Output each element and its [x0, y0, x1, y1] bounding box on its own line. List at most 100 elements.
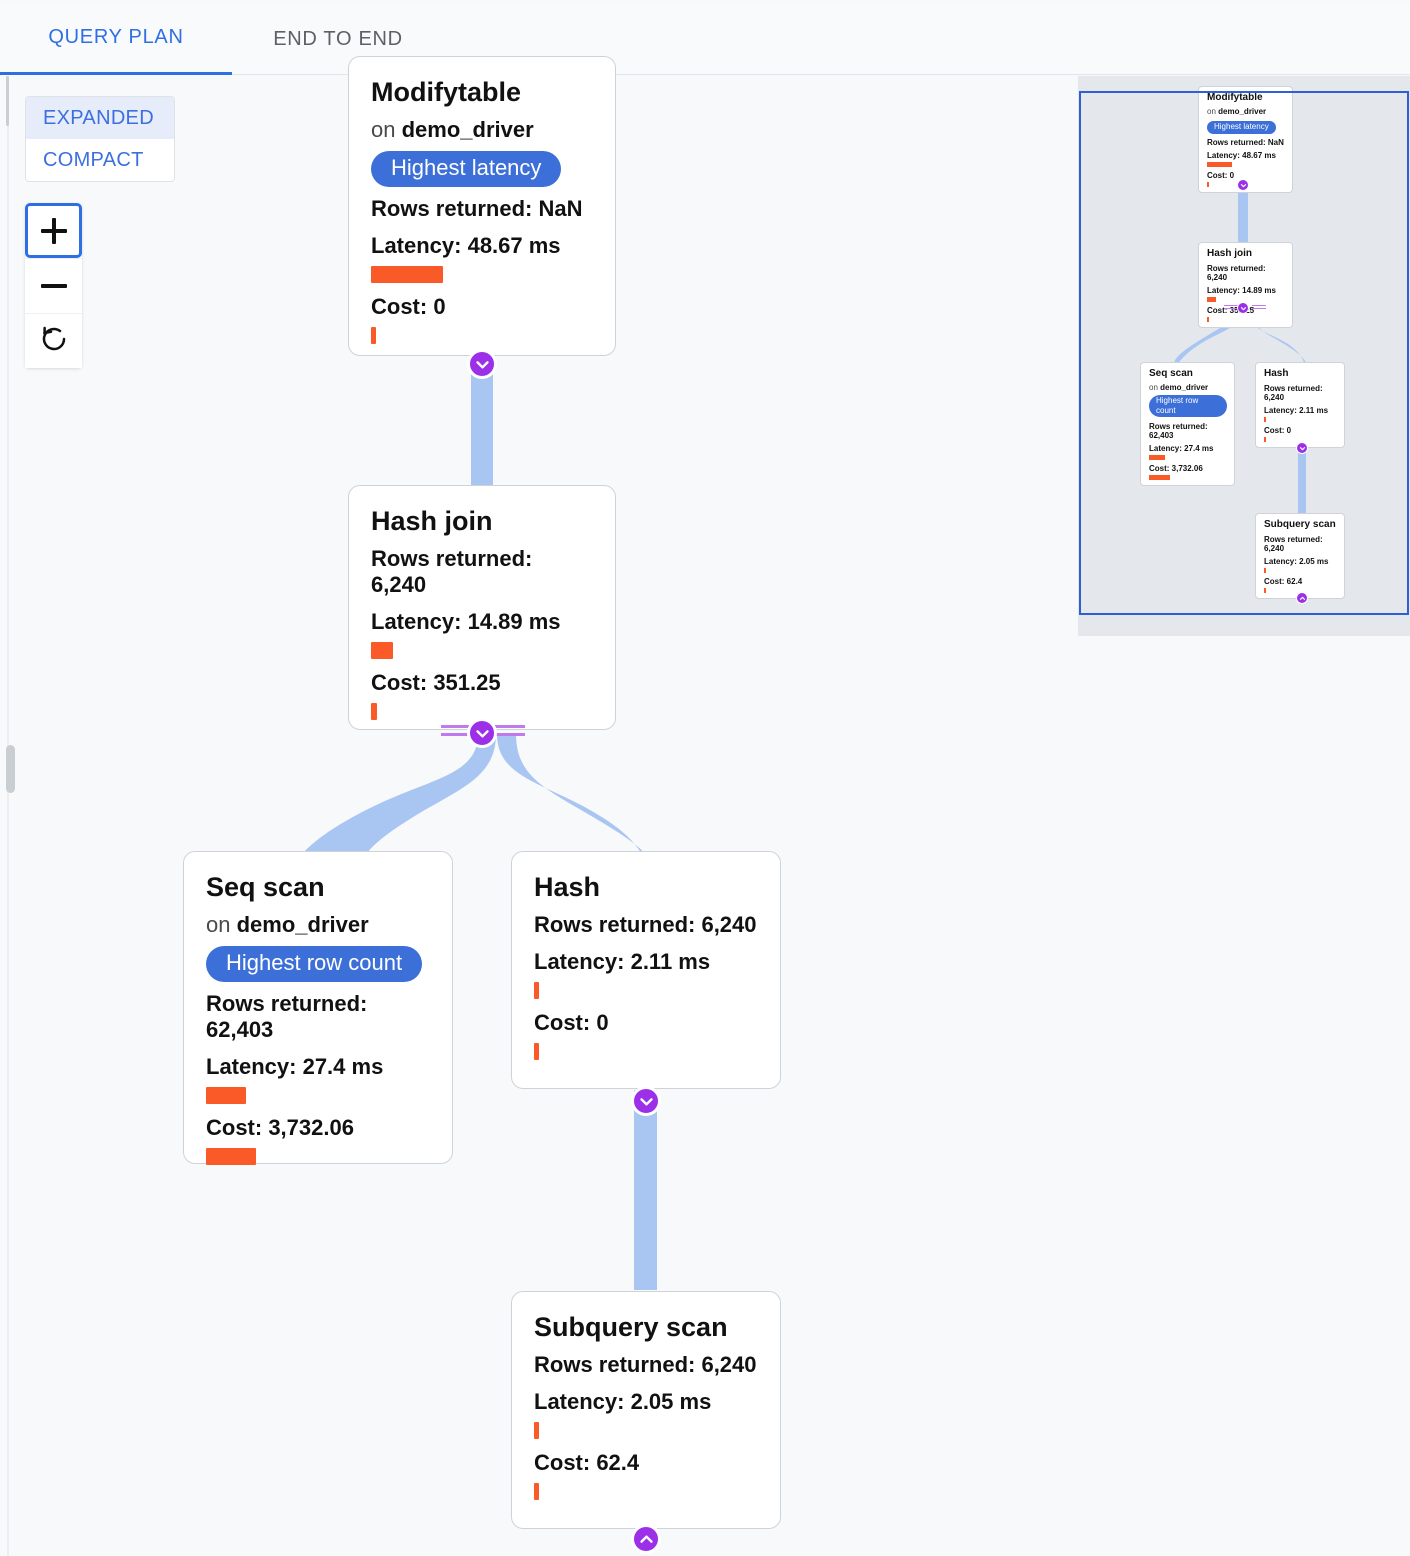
minimap-node-title: Subquery scan — [1264, 519, 1336, 530]
tab-query-plan[interactable]: QUERY PLAN — [0, 3, 232, 75]
minimap-cost: Cost: 0 — [1264, 426, 1292, 435]
node-relation: on demo_driver — [206, 912, 430, 938]
view-mode-expanded[interactable]: EXPANDED — [26, 97, 174, 139]
cost-bar — [371, 703, 377, 721]
tab-end-to-end[interactable]: END TO END — [232, 3, 444, 75]
status-badge: Highest row count — [206, 946, 423, 983]
on-prefix: on — [206, 912, 231, 938]
latency-bar — [206, 1087, 246, 1105]
minimap-panel[interactable]: Modifytable on demo_driver Highest laten… — [1078, 76, 1410, 636]
node-cost: Cost: 351.25 — [371, 670, 501, 696]
vertical-scrollbar-thumb[interactable] — [6, 745, 15, 793]
plan-node-hash[interactable]: Hash Rows returned: 6,240 Latency: 2.11 … — [511, 851, 781, 1089]
zoom-in-button[interactable] — [25, 203, 82, 258]
tab-query-plan-label: QUERY PLAN — [48, 26, 184, 48]
cost-bar — [534, 1043, 539, 1061]
minimap-latency-bar — [1207, 297, 1216, 302]
minimap-cost-bar — [1207, 182, 1209, 187]
latency-bar — [371, 642, 393, 660]
node-cost: Cost: 3,732.06 — [206, 1115, 354, 1141]
minimap-node-hash-join[interactable]: Hash join Rows returned: 6,240 Latency: … — [1198, 242, 1293, 328]
minimap-node-modifytable[interactable]: Modifytable on demo_driver Highest laten… — [1198, 86, 1293, 193]
latency-bar — [371, 266, 443, 284]
minimap-latency-bar — [1264, 417, 1266, 422]
collapse-chevron-modifytable[interactable] — [467, 349, 497, 379]
node-rows-returned: Rows returned: 6,240 — [371, 546, 533, 598]
expand-chevron-subquery-scan[interactable] — [631, 1524, 661, 1554]
plan-node-seq-scan[interactable]: Seq scan on demo_driver Highest row coun… — [183, 851, 453, 1166]
plan-node-subquery-scan[interactable]: Subquery scan Rows returned: 6,240 Laten… — [511, 1291, 781, 1529]
node-latency: Latency: 2.11 ms — [534, 949, 711, 975]
node-latency: Latency: 2.05 ms — [534, 1389, 712, 1415]
relation-name: demo_driver — [401, 117, 534, 143]
node-rows-returned: Rows returned: 6,240 — [534, 912, 757, 938]
minimap-multi-lines-left — [1224, 305, 1238, 311]
node-cost: Cost: 0 — [534, 1010, 609, 1036]
plan-node-hash-join[interactable]: Hash join Rows returned: 6,240 Latency: … — [348, 485, 616, 730]
minimap-status-badge: Highest latency — [1207, 121, 1276, 134]
minimap-rows: Rows returned: 62,403 — [1149, 421, 1208, 440]
zoom-out-button[interactable] — [25, 258, 82, 313]
minimap-chevron-hash[interactable] — [1296, 442, 1308, 454]
left-scroll-rail — [7, 76, 9, 1556]
zoom-controls — [25, 203, 82, 368]
minimap-latency-bar — [1264, 568, 1266, 573]
plus-icon — [40, 217, 67, 244]
node-latency: Latency: 48.67 ms — [371, 233, 561, 259]
tab-end-to-end-label: END TO END — [273, 27, 403, 50]
minimap-node-seq-scan[interactable]: Seq scan on demo_driver Highest row coun… — [1140, 362, 1235, 486]
multi-child-lines-left — [441, 725, 477, 741]
relation-name: demo_driver — [236, 912, 369, 938]
node-rows-returned: Rows returned: NaN — [371, 196, 583, 222]
graph-edges — [288, 360, 657, 1290]
reset-rotate-icon — [39, 324, 69, 359]
minimap-cost-bar — [1264, 437, 1266, 442]
minimap-node-subquery-scan[interactable]: Subquery scan Rows returned: 6,240 Laten… — [1255, 513, 1345, 599]
minimap-rows: Rows returned: 6,240 — [1264, 535, 1323, 553]
node-title: Modifytable — [371, 77, 522, 107]
node-cost: Cost: 0 — [371, 294, 446, 320]
left-scroll-thumb-top[interactable] — [6, 76, 9, 126]
plan-node-modifytable[interactable]: Modifytable on demo_driver Highest laten… — [348, 56, 616, 356]
minimap-rows: Rows returned: NaN — [1207, 138, 1284, 147]
minimap-node-relation: on demo_driver — [1149, 383, 1227, 392]
node-title: Hash join — [371, 506, 493, 536]
latency-bar — [534, 982, 539, 1000]
minimap-chevron-modifytable[interactable] — [1237, 179, 1249, 191]
view-mode-compact-label: COMPACT — [43, 148, 144, 171]
minimap-node-title: Modifytable — [1207, 92, 1263, 103]
minimap-rows: Rows returned: 6,240 — [1207, 264, 1266, 282]
minimap-latency: Latency: 14.89 ms — [1207, 286, 1276, 295]
minimap-cost: Cost: 62.4 — [1264, 577, 1303, 586]
collapse-chevron-hash[interactable] — [631, 1086, 661, 1116]
node-title: Hash — [534, 872, 601, 902]
cost-bar — [206, 1148, 256, 1166]
multi-child-lines-right — [489, 725, 525, 741]
view-mode-expanded-label: EXPANDED — [43, 106, 154, 129]
minimap-chevron-subquery-scan[interactable] — [1296, 592, 1308, 604]
status-badge: Highest latency — [371, 151, 562, 188]
node-latency: Latency: 27.4 ms — [206, 1054, 384, 1080]
minimap-node-title: Hash join — [1207, 248, 1253, 259]
reset-view-button[interactable] — [25, 313, 82, 368]
minimap-latency-bar — [1149, 454, 1165, 460]
minimap-latency-bar — [1207, 162, 1232, 167]
view-mode-compact[interactable]: COMPACT — [26, 139, 174, 181]
node-rows-returned: Rows returned: 6,240 — [534, 1352, 757, 1378]
minimap-node-hash[interactable]: Hash Rows returned: 6,240 Latency: 2.11 … — [1255, 362, 1345, 448]
minimap-node-title: Hash — [1264, 368, 1289, 379]
minimap-chevron-hash-join[interactable] — [1237, 302, 1249, 314]
minimap-status-badge: Highest row count — [1149, 395, 1227, 418]
collapse-chevron-hash-join[interactable] — [467, 718, 497, 748]
minimap-latency: Latency: 2.05 ms — [1264, 557, 1329, 566]
minimap-node-relation: on demo_driver — [1207, 107, 1285, 116]
query-plan-graph[interactable]: Modifytable on demo_driver Highest laten… — [0, 56, 1410, 1556]
node-rows-returned: Rows returned: 62,403 — [206, 991, 368, 1043]
minimap-node-title: Seq scan — [1149, 368, 1193, 379]
relation-name: demo_driver — [1218, 107, 1267, 116]
minimap-rows: Rows returned: 6,240 — [1264, 384, 1323, 402]
on-prefix: on — [1149, 383, 1158, 392]
minimap-latency: Latency: 48.67 ms — [1207, 151, 1276, 160]
on-prefix: on — [1207, 107, 1216, 116]
